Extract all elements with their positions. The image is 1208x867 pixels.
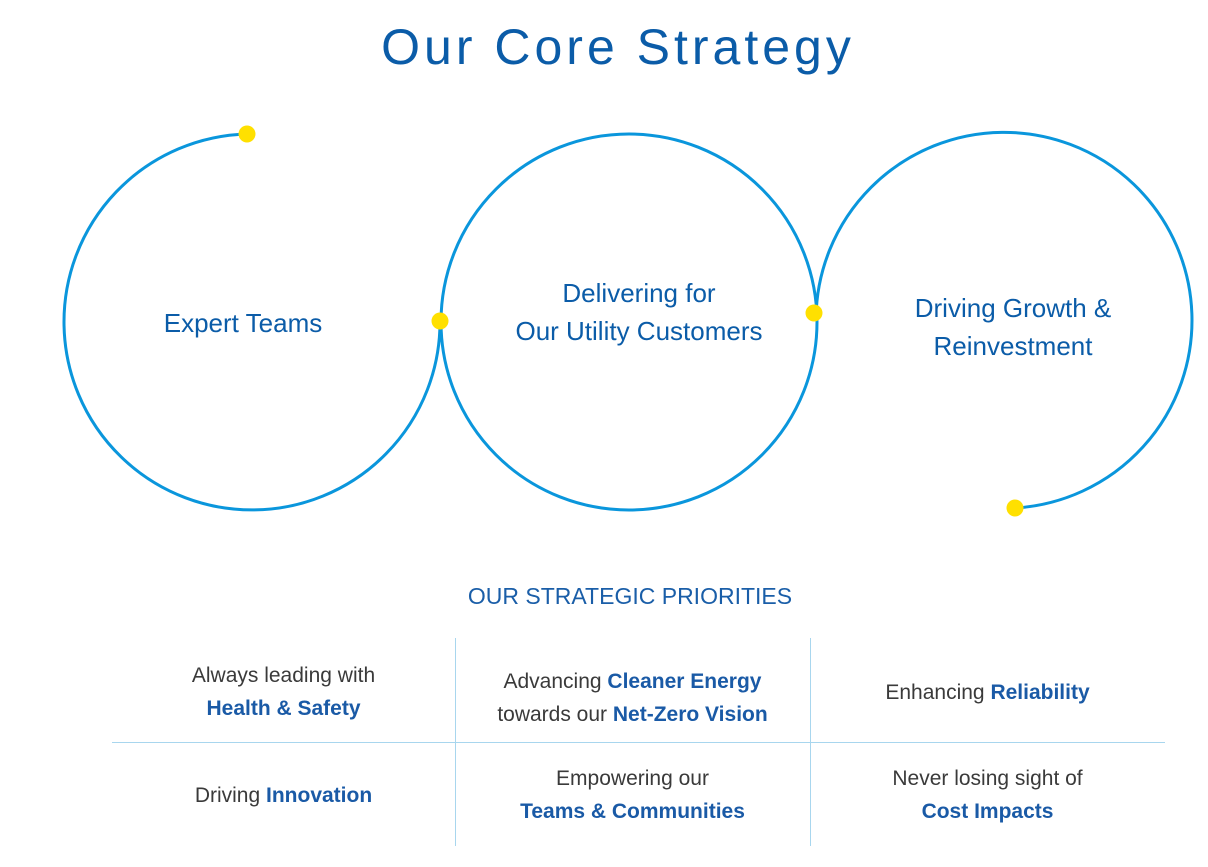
- circle-label-line: Driving Growth &: [914, 293, 1112, 323]
- page-title: Our Core Strategy: [381, 19, 855, 75]
- dot-marker: [805, 304, 823, 322]
- ring-expert-teams: [62, 132, 442, 512]
- dot-marker: [238, 125, 256, 143]
- priority-text: Empowering our: [556, 767, 709, 790]
- priority-cleaner-energy: Advancing Cleaner Energy towards our Net…: [455, 658, 810, 738]
- dot-marker: [1006, 499, 1024, 517]
- priority-text: Enhancing: [885, 680, 991, 704]
- priority-text: Advancing: [503, 670, 608, 693]
- priority-reliability: Enhancing Reliability: [810, 652, 1165, 732]
- circle-label-line: Delivering for: [562, 278, 716, 308]
- circle-label-delivering: Delivering for Our Utility Customers: [479, 274, 799, 350]
- circle-label-line: Reinvestment: [933, 331, 1093, 361]
- priority-teams-communities: Empowering our Teams & Communities: [455, 755, 810, 835]
- priority-text: Always leading with: [191, 664, 376, 687]
- priority-emphasis: Net-Zero Vision: [612, 703, 768, 726]
- circle-label-expert-teams: Expert Teams: [93, 304, 393, 342]
- priority-emphasis: Cost Impacts: [921, 800, 1054, 823]
- priority-emphasis: Innovation: [266, 783, 373, 807]
- grid-divider: [112, 742, 1165, 743]
- priority-emphasis: Teams & Communities: [520, 800, 745, 823]
- priority-text: Never losing sight of: [892, 767, 1083, 790]
- circle-label-driving-growth: Driving Growth & Reinvestment: [863, 289, 1163, 365]
- priority-text: towards our: [497, 703, 613, 726]
- priority-health-safety: Always leading with Health & Safety: [112, 652, 455, 732]
- dot-marker: [431, 312, 449, 330]
- priority-emphasis: Reliability: [990, 680, 1090, 704]
- priority-innovation: Driving Innovation: [112, 755, 455, 835]
- priority-emphasis: Health & Safety: [206, 697, 361, 720]
- ring-driving-growth: [814, 130, 1194, 510]
- priority-emphasis: Cleaner Energy: [607, 670, 762, 693]
- priority-cost-impacts: Never losing sight of Cost Impacts: [810, 755, 1165, 835]
- circle-label-line: Expert Teams: [163, 308, 323, 338]
- circle-label-line: Our Utility Customers: [515, 316, 763, 346]
- priority-text: Driving: [194, 783, 266, 807]
- priorities-heading: OUR STRATEGIC PRIORITIES: [467, 583, 793, 609]
